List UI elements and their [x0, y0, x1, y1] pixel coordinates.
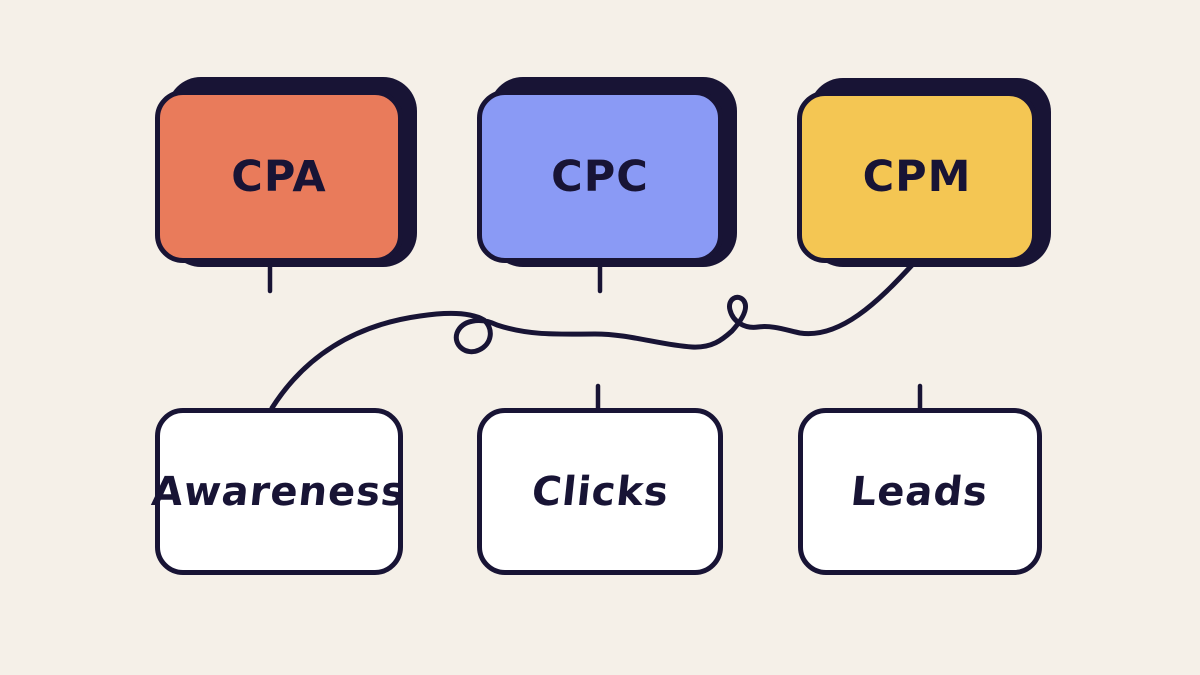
card-face: CPM: [797, 91, 1037, 263]
node-clicks: Clicks: [477, 408, 723, 575]
card-face: Clicks: [477, 408, 723, 575]
node-label: CPC: [551, 151, 649, 202]
node-cpm: CPM: [797, 78, 1051, 267]
node-label: CPM: [862, 152, 972, 202]
node-label: Leads: [849, 468, 991, 515]
card-face: Leads: [798, 408, 1042, 575]
node-label: Awareness: [149, 468, 409, 515]
node-label: Clicks: [529, 468, 671, 515]
connector-squiggle: [269, 261, 916, 411]
node-awareness: Awareness: [150, 408, 408, 575]
node-leads: Leads: [798, 408, 1042, 575]
card-face: CPA: [155, 90, 403, 263]
card-face: CPC: [477, 90, 723, 263]
card-face: Awareness: [150, 408, 408, 575]
node-cpc: CPC: [477, 77, 737, 267]
node-cpa: CPA: [155, 77, 417, 267]
node-label: CPA: [231, 151, 327, 202]
